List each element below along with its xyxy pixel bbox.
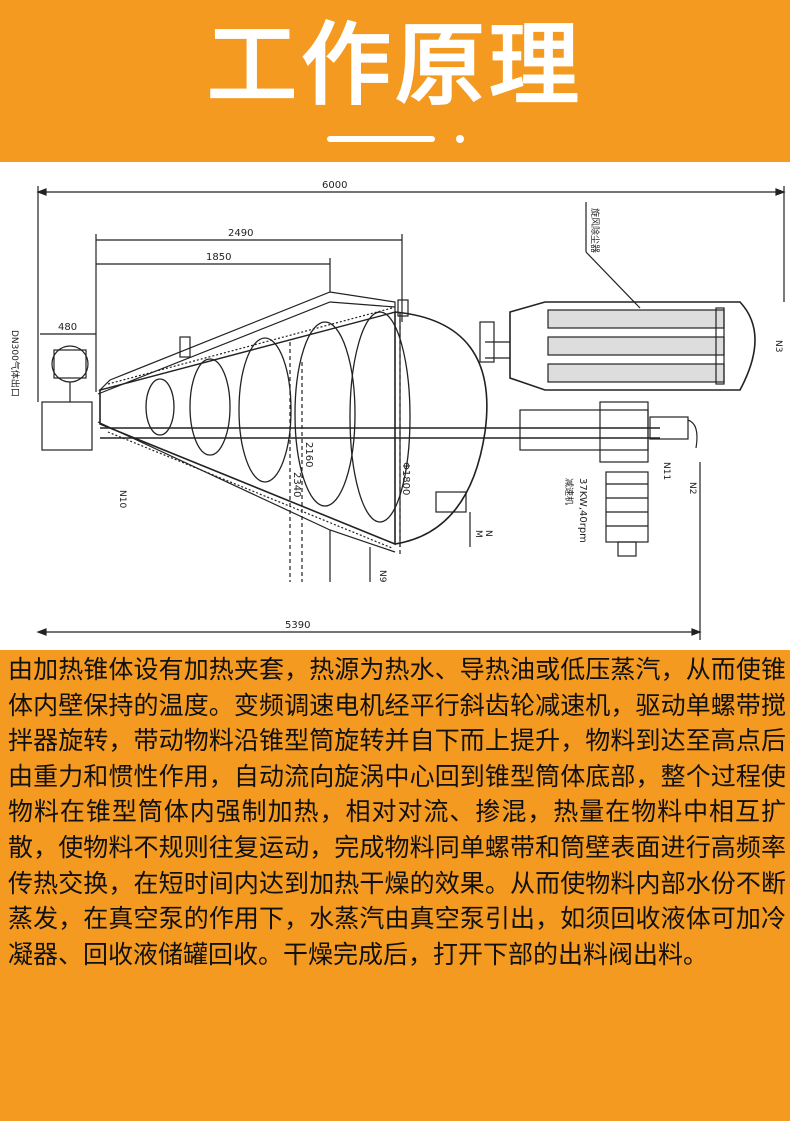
filter-housing <box>509 301 756 391</box>
label-n10: N10 <box>117 490 127 508</box>
motor <box>605 471 649 543</box>
dryer-schematic: 6000 2490 1850 480 5390 Φ1800 2160 2340 … <box>9 180 786 640</box>
technical-drawing: 6000 2490 1850 480 5390 Φ1800 2160 2340 … <box>0 162 790 650</box>
dim-text-5390: 5390 <box>285 620 310 631</box>
label-motor-spec: 37KW,40rpm <box>577 478 588 543</box>
header-banner: 工作原理 <box>0 0 790 162</box>
title-underline <box>327 136 435 142</box>
description-paragraph: 由加热锥体设有加热夹套，热源为热水、导热油或低压蒸汽，从而使锥体内壁保持的温度。… <box>8 655 786 969</box>
label-n3: N3 <box>773 340 783 352</box>
label-m: M <box>473 530 483 538</box>
label-cyclone: 旋风除尘器 <box>589 208 601 253</box>
label-n2: N2 <box>687 482 697 494</box>
dim-text-2160: 2160 <box>303 442 314 467</box>
label-n9: N9 <box>377 570 387 583</box>
page-title: 工作原理 <box>207 13 583 118</box>
dished-head <box>394 311 488 545</box>
dim-text-1850: 1850 <box>206 252 231 263</box>
dim-text-1800: Φ1800 <box>400 462 411 495</box>
dim-text-2490: 2490 <box>228 228 253 239</box>
label-gas-outlet: DN300气体出口 <box>9 330 21 397</box>
drive-support <box>519 409 649 451</box>
dim-text-6000: 6000 <box>322 180 347 191</box>
helical-ribbon <box>145 311 411 523</box>
label-reducer: 减速机 <box>563 478 575 505</box>
dim-text-2340: 2340 <box>291 472 302 497</box>
cyclone-separator <box>51 345 89 383</box>
label-n: N <box>483 530 493 537</box>
inlet-flange <box>41 401 93 451</box>
title-underline-dot <box>456 135 464 143</box>
label-n11: N11 <box>661 462 671 480</box>
dim-text-480: 480 <box>58 322 77 333</box>
